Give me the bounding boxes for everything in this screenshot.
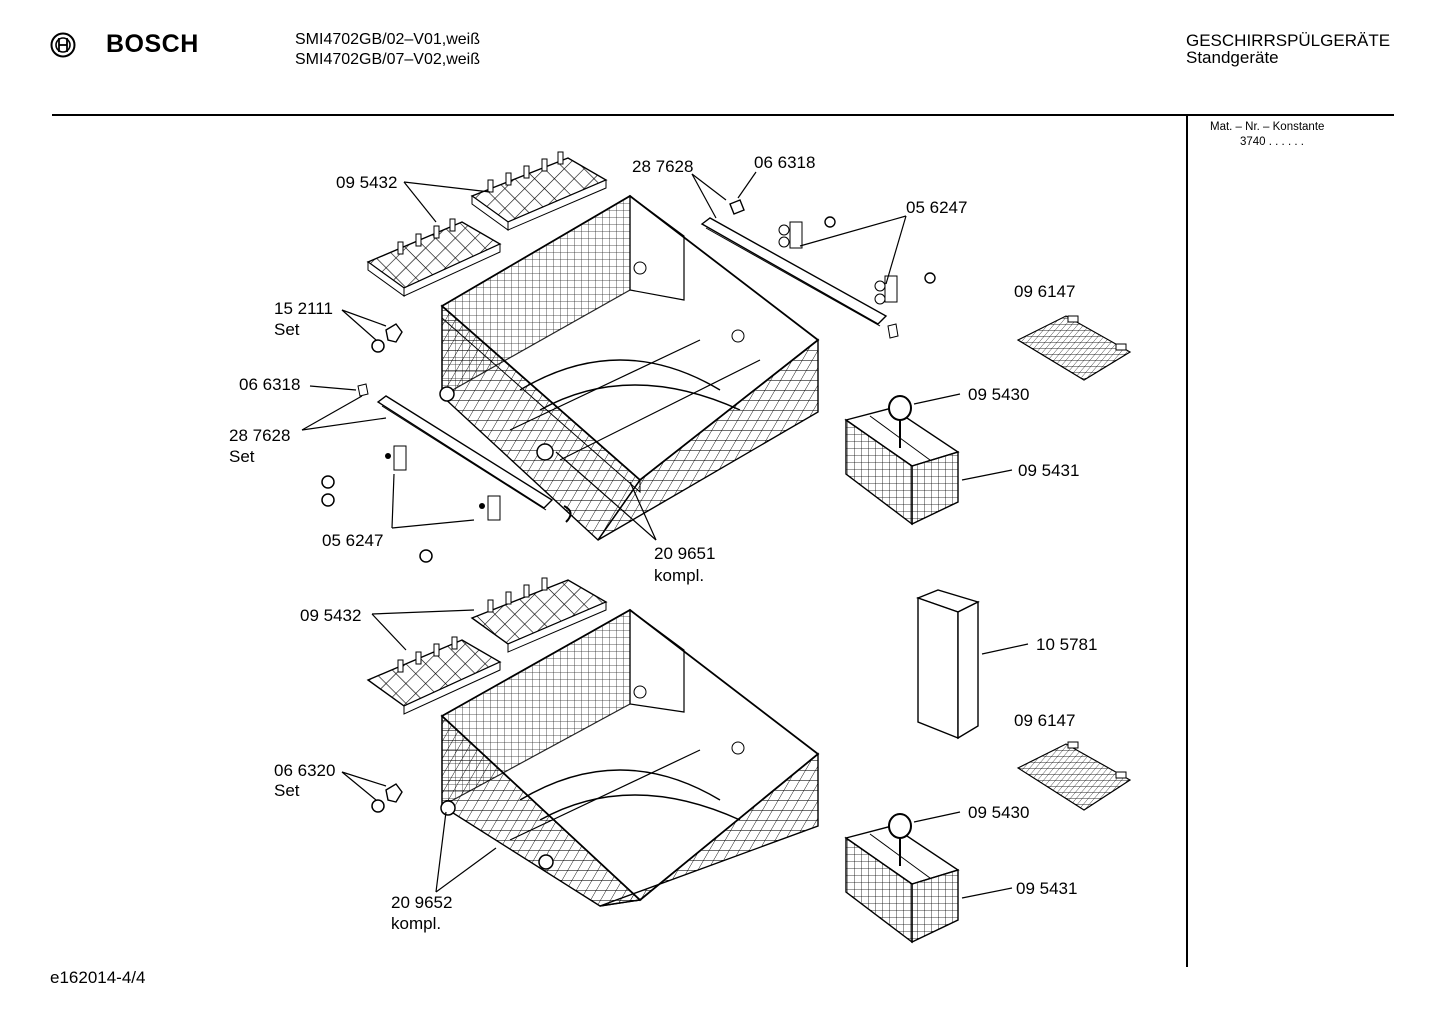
brand-name: BOSCH	[106, 30, 199, 58]
left-roller-1	[385, 446, 406, 470]
category-title: GESCHIRRSPÜLGERÄTE	[1186, 31, 1391, 50]
label-cap-left: 06 6318	[239, 375, 301, 394]
label-upper-cup-racks: 09 5432	[336, 173, 398, 192]
upper-rail-cap	[730, 200, 744, 214]
side-panel-title: Mat. – Nr. – Konstante	[1210, 121, 1325, 133]
left-roller-2	[479, 496, 500, 520]
left-wheel-2	[322, 494, 334, 506]
label-insert-2: 09 6147	[1014, 711, 1076, 730]
subcategory-title: Standgeräte	[1186, 48, 1279, 67]
label-lower-basket-kompl: kompl.	[391, 914, 442, 933]
left-wheel-3	[420, 550, 432, 562]
label-knob-set-1: 15 2111	[274, 299, 333, 318]
label-set-2: Set	[229, 447, 255, 466]
leader-lines	[302, 172, 1028, 898]
upper-cup-rack-right	[472, 152, 606, 230]
label-basket-2: 09 5431	[1016, 879, 1078, 898]
label-upper-rail-cap: 06 6318	[754, 153, 816, 172]
upper-wheel-1	[825, 217, 835, 227]
label-basket-handle-2: 09 5430	[968, 803, 1030, 822]
label-lower-basket: 20 9652	[391, 893, 453, 912]
upper-wheel-2	[925, 273, 935, 283]
label-set-3: Set	[274, 781, 300, 800]
cutlery-insert-1	[1018, 316, 1130, 380]
upper-dish-basket	[440, 196, 818, 540]
left-rail	[378, 396, 552, 510]
knob-set-1	[372, 324, 402, 352]
basket-handle-1	[889, 396, 911, 448]
label-rollers-left: 05 6247	[322, 531, 384, 550]
knob-set-2	[372, 784, 402, 812]
label-knob-set-2: 06 6320	[274, 761, 336, 780]
label-basket-handle-1: 09 5430	[968, 385, 1030, 404]
lower-cup-rack-left	[368, 637, 500, 714]
lower-cup-rack-right	[472, 578, 606, 652]
left-wheel-1	[322, 476, 334, 488]
header-divider	[52, 114, 1394, 116]
side-panel-value: 3740 . . . . . .	[1240, 136, 1304, 148]
label-set-1: Set	[274, 320, 300, 339]
model-line-1: SMI4702GB/02–V01,weiß	[295, 31, 480, 48]
side-divider	[1186, 116, 1188, 967]
label-tube: 10 5781	[1036, 635, 1098, 654]
footer-code: e162014-4/4	[50, 968, 146, 987]
label-upper-rail: 28 7628	[632, 157, 694, 176]
left-rail-clip	[564, 506, 571, 522]
bosch-logo-icon	[50, 32, 76, 58]
label-upper-insert: 09 6147	[1014, 282, 1076, 301]
upper-cup-rack-left	[368, 219, 500, 296]
model-line-2: SMI4702GB/07–V02,weiß	[295, 51, 480, 68]
cutlery-basket-2	[846, 826, 958, 942]
upper-roller-1	[779, 222, 802, 248]
lower-dish-basket	[441, 610, 818, 906]
label-upper-rollers: 05 6247	[906, 198, 968, 217]
basket-handle-2	[889, 814, 911, 866]
label-rail-left: 28 7628	[229, 426, 291, 445]
cutlery-insert-2	[1018, 742, 1130, 810]
label-basket-1: 09 5431	[1018, 461, 1080, 480]
upper-rail	[702, 218, 886, 326]
left-rail-cap	[358, 384, 368, 396]
cutlery-tube	[918, 590, 978, 738]
upper-rail-end-cap	[888, 324, 898, 338]
label-upper-basket: 20 9651	[654, 544, 716, 563]
label-lower-cup-racks: 09 5432	[300, 606, 362, 625]
label-upper-basket-kompl: kompl.	[654, 566, 705, 585]
upper-roller-2	[875, 276, 897, 304]
cutlery-basket-1	[846, 408, 958, 524]
